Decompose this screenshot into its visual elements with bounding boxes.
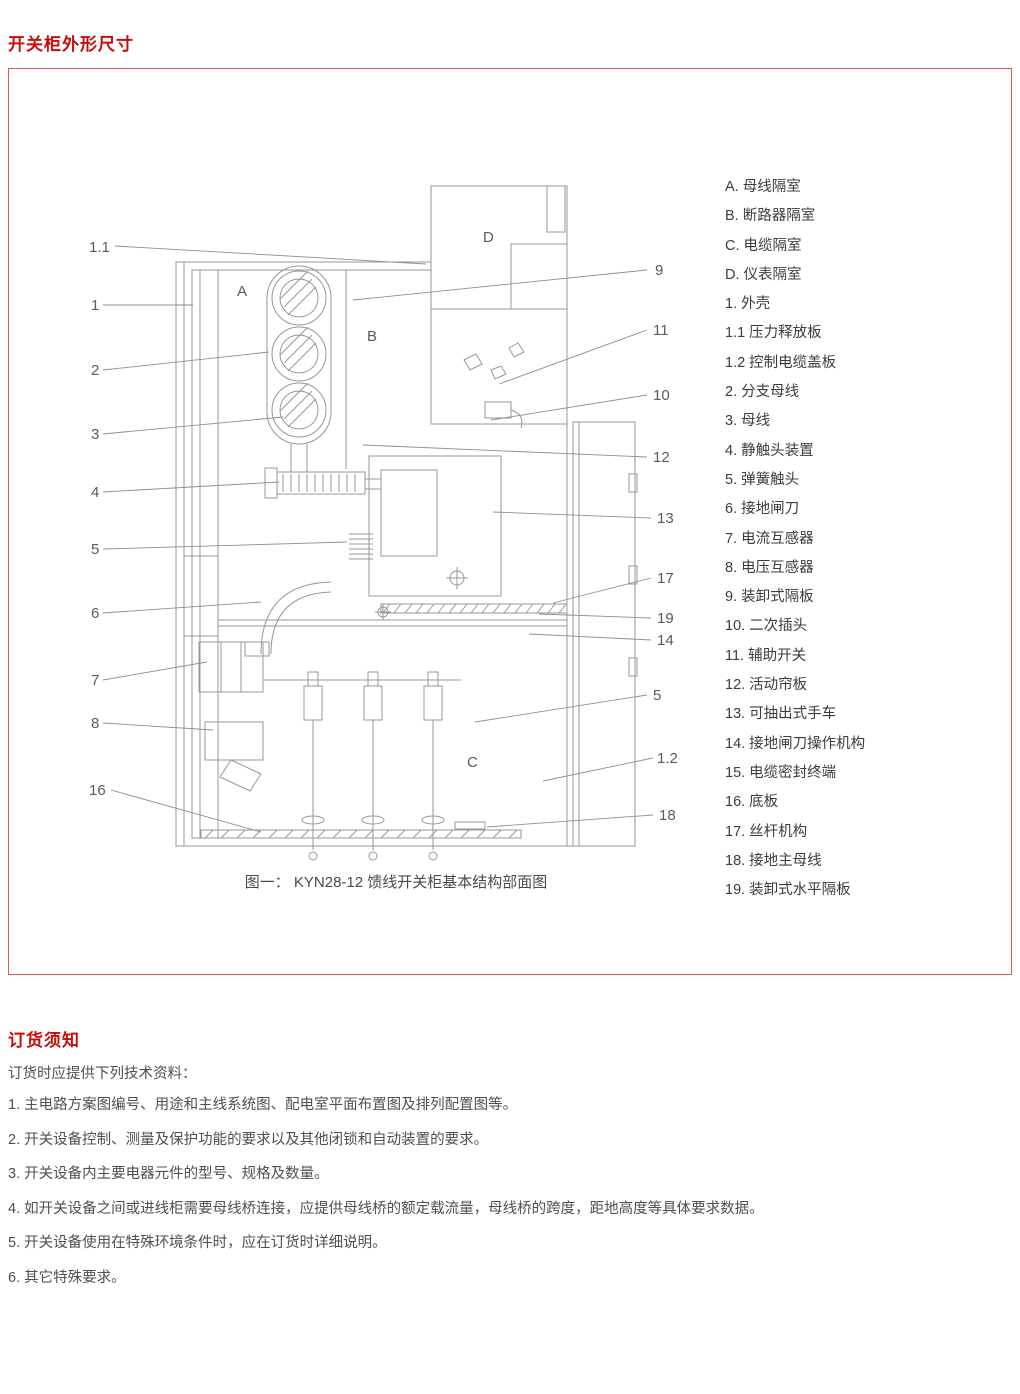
figure-box: 1.1 1 2 3 4 5 6 7 8 16 9 11 10 12 13 17 … <box>8 68 1012 975</box>
legend-item: 4. 静触头装置 <box>725 442 814 459</box>
legend-item: 14. 接地闸刀操作机构 <box>725 735 866 752</box>
region-label-d: D <box>483 229 494 246</box>
legend-item: 13. 可抽出式手车 <box>725 706 837 723</box>
region-label-b: B <box>367 328 377 345</box>
figure-legend: A. 母线隔室 B. 断路器隔室 C. 电缆隔室 D. 仪表隔室 1. 外壳 1… <box>725 173 865 905</box>
callout-label: 1.1 <box>89 239 110 256</box>
ordering-item: 6. 其它特殊要求。 <box>8 1269 126 1286</box>
callout-label: 17 <box>657 570 674 587</box>
legend-item: 9. 装卸式隔板 <box>725 589 814 606</box>
ordering-list: 1. 主电路方案图编号、用途和主线系统图、配电室平面布置图及排列配置图等。 2.… <box>8 1088 764 1296</box>
callout-label: 1 <box>91 297 99 314</box>
figure-caption: 图一： KYN28-12 馈线开关柜基本结构部面图 <box>244 874 548 891</box>
section-title-ordering: 订货须知 <box>8 1031 80 1050</box>
legend-item: 2. 分支母线 <box>725 384 800 401</box>
switchgear-cross-section-diagram: 1.1 1 2 3 4 5 6 7 8 16 9 11 10 12 13 17 … <box>89 185 678 861</box>
callout-label: 5 <box>653 687 661 704</box>
callout-label: 13 <box>657 510 674 527</box>
callout-label: 4 <box>91 484 99 501</box>
callout-label: 2 <box>91 362 99 379</box>
callout-label: 9 <box>655 262 663 279</box>
legend-item: 18. 接地主母线 <box>725 852 822 869</box>
callout-label: 14 <box>657 632 674 649</box>
callout-label: 5 <box>91 541 99 558</box>
legend-item: B. 断路器隔室 <box>725 208 816 225</box>
ordering-intro: 订货时应提供下列技术资料： <box>8 1066 197 1082</box>
callout-label: 18 <box>659 807 676 824</box>
callout-label: 8 <box>91 715 99 732</box>
callout-label: 7 <box>91 672 99 689</box>
legend-item: 1.2 控制电缆盖板 <box>725 354 837 371</box>
legend-item: 7. 电流互感器 <box>725 530 814 547</box>
callout-labels: 1.1 1 2 3 4 5 6 7 8 16 9 11 10 12 13 17 … <box>89 229 678 824</box>
legend-item: 19. 装卸式水平隔板 <box>725 882 851 899</box>
legend-item: C. 电缆隔室 <box>725 237 802 254</box>
ordering-item: 1. 主电路方案图编号、用途和主线系统图、配电室平面布置图及排列配置图等。 <box>8 1097 518 1113</box>
legend-item: D. 仪表隔室 <box>725 266 802 283</box>
legend-item: 10. 二次插头 <box>725 618 808 635</box>
callout-leader-lines <box>102 245 654 833</box>
callout-label: 1.2 <box>657 750 678 767</box>
region-label-a: A <box>237 283 247 300</box>
legend-item: 17. 丝杆机构 <box>725 823 808 840</box>
callout-label: 10 <box>653 387 670 404</box>
ordering-item: 2. 开关设备控制、测量及保护功能的要求以及其他闭锁和自动装置的要求。 <box>8 1131 489 1148</box>
callout-label: 6 <box>91 605 99 622</box>
ordering-item: 5. 开关设备使用在特殊环境条件时，应在订货时详细说明。 <box>8 1235 387 1252</box>
ordering-item: 4. 如开关设备之间或进线柜需要母线桥连接，应提供母线桥的额定载流量，母线桥的跨… <box>8 1200 764 1217</box>
callout-label: 12 <box>653 449 670 466</box>
legend-item: 1. 外壳 <box>725 296 771 313</box>
section-title-dimensions: 开关柜外形尺寸 <box>8 35 134 54</box>
callout-label: 3 <box>91 426 99 443</box>
region-label-c: C <box>467 754 478 771</box>
ordering-item: 3. 开关设备内主要电器元件的型号、规格及数量。 <box>8 1166 329 1183</box>
legend-item: 8. 电压互感器 <box>725 559 814 576</box>
legend-item: 3. 母线 <box>725 413 771 430</box>
legend-item: 16. 底板 <box>725 794 779 811</box>
legend-item: 6. 接地闸刀 <box>725 501 800 518</box>
callout-label: 11 <box>653 322 669 339</box>
callout-label: 16 <box>89 782 106 799</box>
legend-item: A. 母线隔室 <box>725 179 801 195</box>
legend-item: 1.1 压力释放板 <box>725 325 822 342</box>
legend-item: 5. 弹簧触头 <box>725 471 800 488</box>
legend-item: 12. 活动帘板 <box>725 677 808 694</box>
diagram-linework <box>175 185 638 861</box>
callout-label: 19 <box>657 610 674 627</box>
legend-item: 15. 电缆密封终端 <box>725 764 837 781</box>
legend-item: 11. 辅助开关 <box>725 647 807 664</box>
